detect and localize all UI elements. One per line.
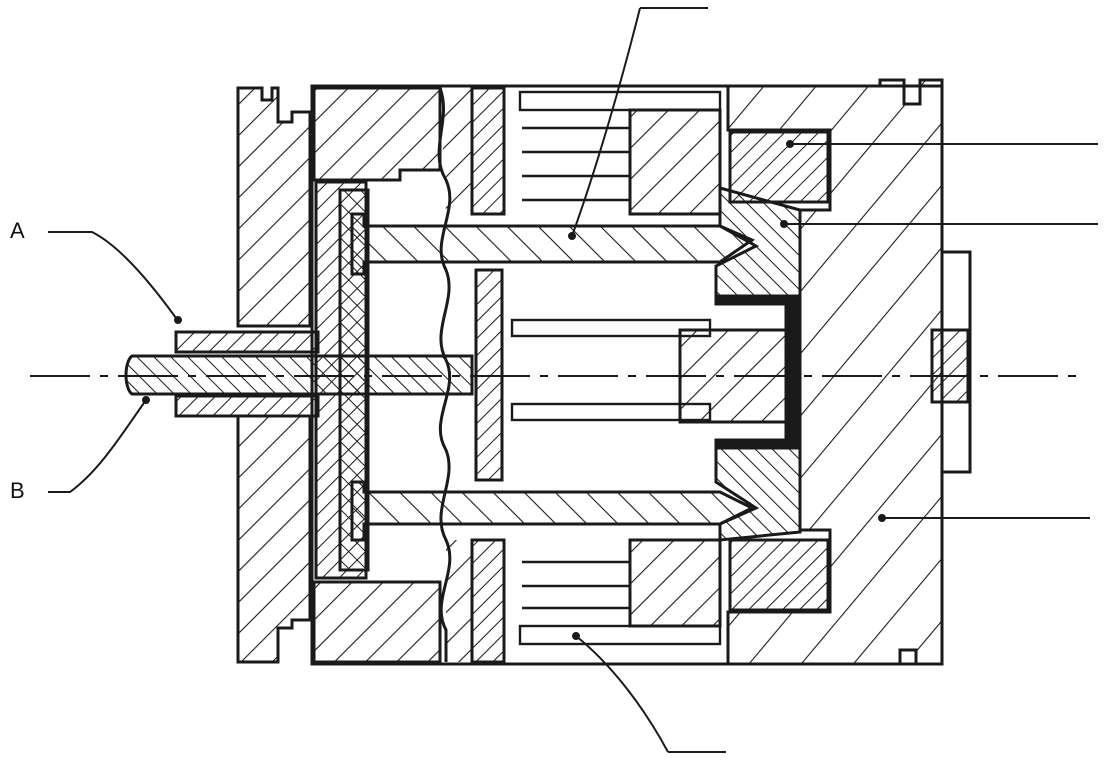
spacer-block-lower [470, 538, 506, 664]
label-b: B [10, 478, 25, 503]
left-clamping-plate-lower [236, 414, 312, 664]
left-clamping-plate [236, 86, 312, 328]
sprue-nozzle-seat [930, 328, 970, 404]
cam-slide-lower [714, 446, 802, 542]
locating-ring [942, 250, 972, 474]
cavity-plate-upper [628, 108, 722, 216]
upper-support-plate [312, 86, 442, 182]
lower-support-plate [312, 580, 442, 664]
locating-block-lower [728, 538, 830, 612]
cavity-plate-lower [628, 538, 722, 628]
locating-block-upper [728, 130, 830, 204]
return-pin-upper [350, 212, 756, 276]
leader-lines [48, 7, 1098, 753]
label-a: A [10, 218, 25, 243]
spacer-block-upper [470, 86, 506, 216]
cavity-plate-slots [518, 90, 722, 646]
return-pin-lower [350, 480, 756, 542]
sprue-bushing-A [174, 330, 320, 354]
sprue-bushing-lower [174, 394, 320, 418]
